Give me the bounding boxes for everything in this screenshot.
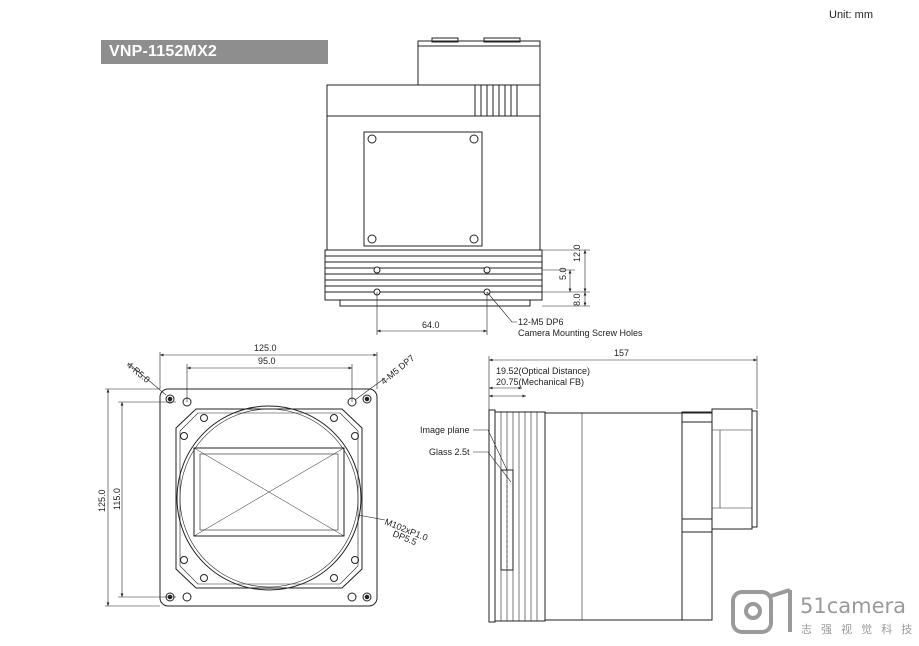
camera-logo-icon <box>731 588 792 634</box>
dim-125-width: 125.0 <box>254 343 277 353</box>
dim-95: 95.0 <box>258 356 276 366</box>
dim-115: 115.0 <box>112 488 122 510</box>
side-finned-barrel <box>494 411 546 622</box>
connector-tab-right <box>483 37 521 43</box>
dim-125-height: 125.0 <box>97 489 107 512</box>
cover-plate <box>363 131 483 247</box>
plate-screw <box>469 134 479 144</box>
lens-mount-ring <box>176 405 362 591</box>
plate-screw <box>367 234 377 244</box>
bottom-flange <box>339 299 531 307</box>
dim-64: 64.0 <box>422 320 440 330</box>
glass-label: Glass 2.5t <box>429 447 470 457</box>
mechanical-fb: 20.75(Mechanical FB) <box>496 377 584 387</box>
connector-tab-left <box>431 37 459 43</box>
side-body <box>544 412 683 621</box>
front-frame <box>159 388 378 607</box>
side-rear <box>681 412 713 621</box>
screw-callout-2: Camera Mounting Screw Holes <box>518 328 643 338</box>
side-view <box>473 356 758 623</box>
dim-12: 12.0 <box>572 244 582 262</box>
brand-logo: 51camera 志 强 视 觉 科 技 <box>731 588 915 636</box>
radius-label: 4-R5.0 <box>125 360 152 385</box>
side-connector <box>711 408 753 530</box>
plate-screw <box>367 134 377 144</box>
camera-body-top <box>326 84 541 251</box>
mount-hole <box>483 266 491 274</box>
front-plate <box>175 408 363 589</box>
fins-upper-right <box>474 84 541 117</box>
model-title: VNP-1152MX2 <box>101 40 328 64</box>
unit-label: Unit: mm <box>829 9 873 21</box>
plate-screw <box>469 234 479 244</box>
dim-8: 8.0 <box>572 293 582 306</box>
brand-tagline: 志 强 视 觉 科 技 <box>801 622 915 636</box>
dim-5: 5.0 <box>558 267 568 280</box>
image-plane-label: Image plane <box>420 425 470 435</box>
mount-hole <box>373 266 381 274</box>
connector-block <box>417 40 541 86</box>
dim-157: 157 <box>614 348 629 358</box>
top-view <box>324 37 590 335</box>
screw-callout-1: 12-M5 DP6 <box>518 317 564 327</box>
sensor-window <box>193 447 345 537</box>
mount-holes-label: 4-M5 DP7 <box>379 353 416 387</box>
optical-distance: 19.52(Optical Distance) <box>496 366 590 376</box>
front-view <box>105 352 386 607</box>
side-front-plate <box>488 409 496 623</box>
brand-name: 51camera <box>800 594 906 618</box>
